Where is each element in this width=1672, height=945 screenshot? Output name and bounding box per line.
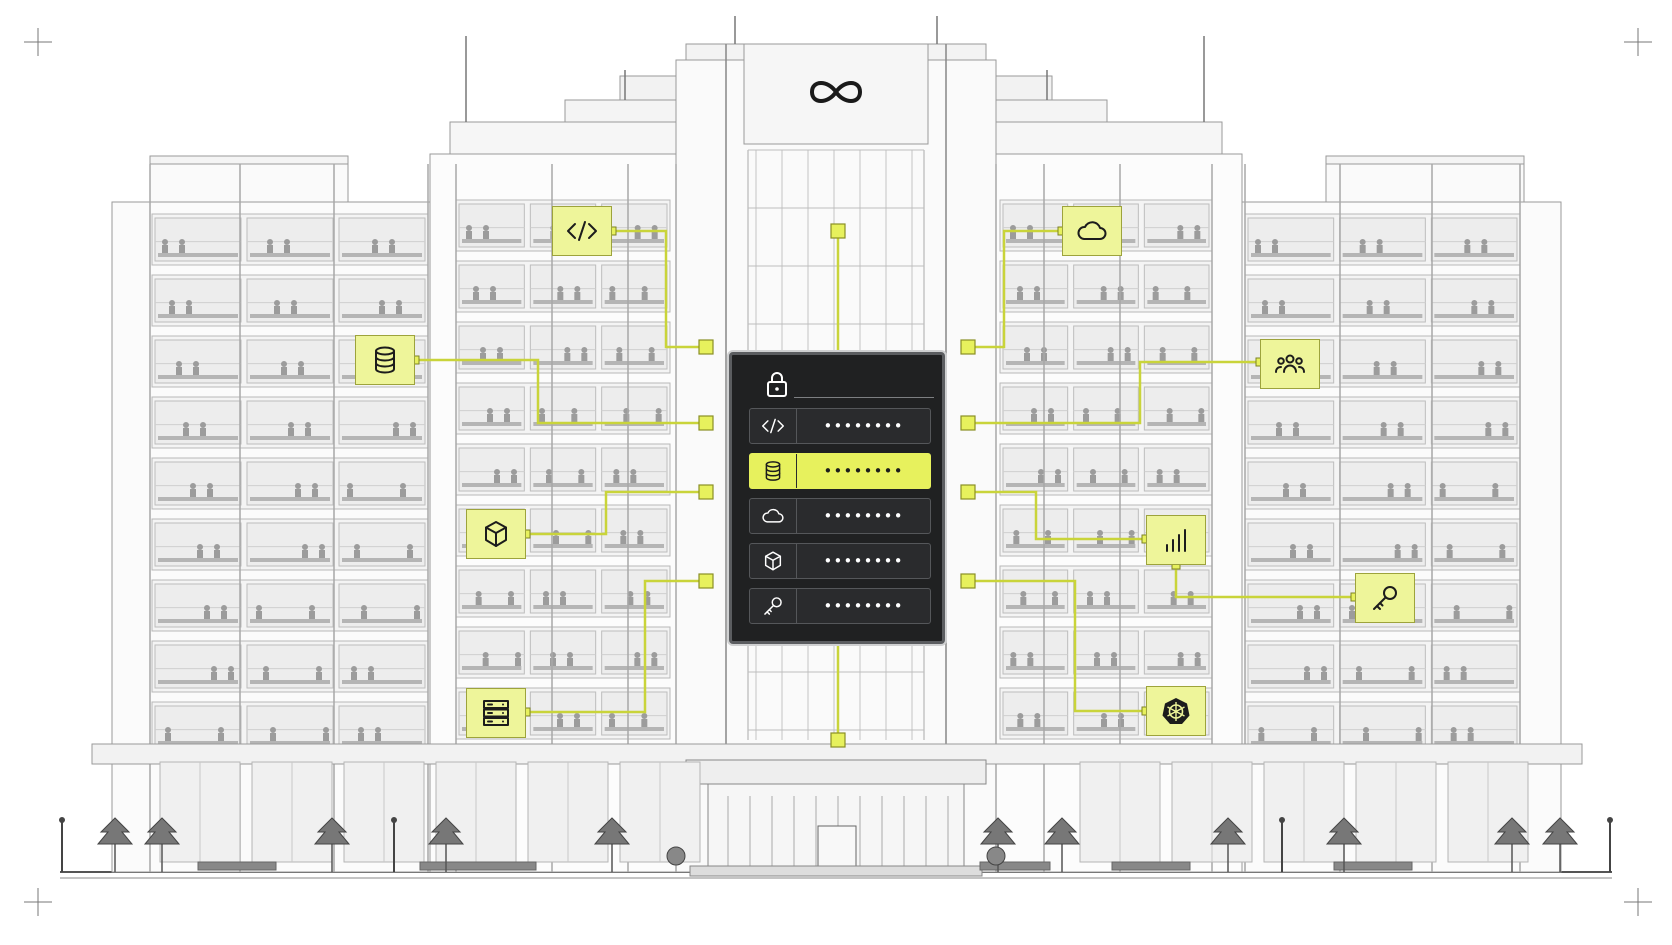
database-icon [750, 454, 797, 488]
cloud-icon [750, 499, 797, 533]
integration-badge-kubernetes-wheel[interactable] [1146, 686, 1206, 736]
key-icon [1368, 583, 1402, 613]
code-icon [750, 409, 797, 443]
integration-badge-cloud[interactable] [1062, 206, 1122, 256]
integration-badge-code[interactable] [552, 206, 612, 256]
lock-icon [767, 372, 787, 397]
bar-chart-icon [1159, 525, 1193, 555]
database-icon [368, 345, 402, 375]
server-rack-icon [479, 698, 513, 728]
masked-secret-value: •••••••• [823, 552, 904, 570]
integration-badge-database[interactable] [355, 335, 415, 385]
package-box-icon [750, 544, 797, 578]
vault-entry-row[interactable]: •••••••• [749, 588, 931, 624]
infinity-logo-icon [809, 81, 863, 103]
secrets-vault-panel: •••••••• •••••••• •••••••• •••••••• •••••••• [729, 352, 945, 644]
users-group-icon [1273, 349, 1307, 379]
vault-entry-row[interactable]: •••••••• [749, 453, 931, 489]
code-icon [565, 216, 599, 246]
key-icon [750, 589, 797, 623]
vault-entry-row[interactable]: •••••••• [749, 498, 931, 534]
integration-badge-key[interactable] [1355, 573, 1415, 623]
vault-entry-row[interactable]: •••••••• [749, 408, 931, 444]
masked-secret-value: •••••••• [823, 462, 904, 480]
kubernetes-wheel-icon [1159, 696, 1193, 726]
vault-entry-row[interactable]: •••••••• [749, 543, 931, 579]
vault-header-divider [794, 397, 934, 398]
masked-secret-value: •••••••• [823, 417, 904, 435]
integration-badge-bar-chart[interactable] [1146, 515, 1206, 565]
integration-badge-server-rack[interactable] [466, 688, 526, 738]
package-box-icon [479, 519, 513, 549]
cloud-icon [1075, 216, 1109, 246]
masked-secret-value: •••••••• [823, 507, 904, 525]
masked-secret-value: •••••••• [823, 597, 904, 615]
integration-badge-package-box[interactable] [466, 509, 526, 559]
integration-badge-users-group[interactable] [1260, 339, 1320, 389]
